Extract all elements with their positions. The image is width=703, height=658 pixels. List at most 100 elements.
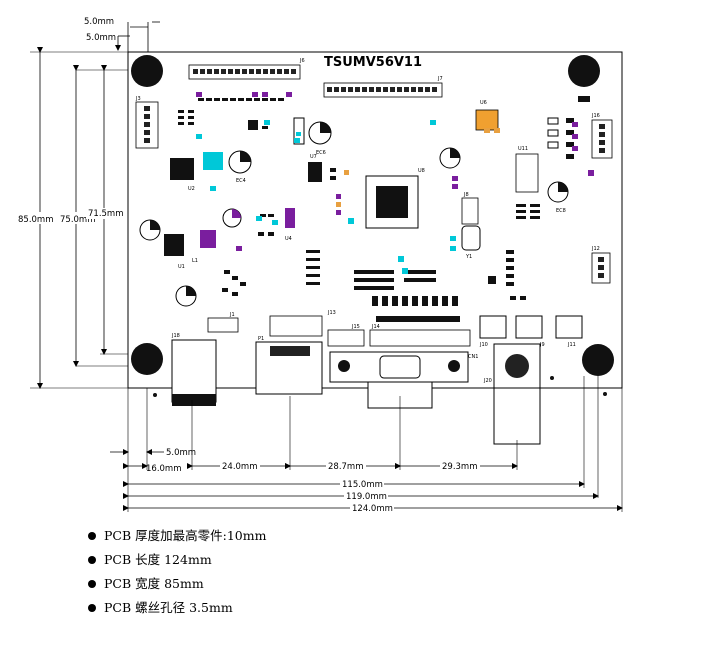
dc-jack-j18-base — [172, 394, 216, 406]
bullet-icon — [88, 556, 96, 564]
spec-note-text: PCB 螺丝孔径 3.5mm — [104, 600, 233, 615]
label-j14: J14 — [371, 324, 380, 330]
label-j20: J20 — [483, 378, 492, 384]
hdmi-p1-pins — [270, 346, 310, 356]
label-u8: U8 — [418, 168, 425, 174]
dim-bottom-5: 5.0mm — [166, 448, 196, 458]
label-p1: P1 — [258, 336, 264, 342]
label-cn1: CN1 — [468, 354, 478, 360]
dim-width-119: 119.0mm — [346, 492, 387, 502]
smd-cluster-right — [488, 96, 590, 300]
board-model: TSUMV56V11 — [324, 55, 422, 70]
dim-height-71-5: 71.5mm — [88, 209, 124, 219]
dim-height-75: 75.0mm — [60, 215, 96, 225]
label-l1: L1 — [192, 258, 198, 264]
chip-u7 — [308, 162, 322, 182]
smd-cluster-center — [354, 270, 460, 322]
spec-note-item: PCB 螺丝孔径 3.5mm — [88, 596, 266, 620]
label-j15: J15 — [351, 324, 360, 330]
vga-cn1-pins — [338, 355, 460, 379]
header-j6-pins — [193, 69, 296, 74]
cap-ec-mid — [222, 208, 242, 228]
label-j1: J1 — [229, 312, 235, 318]
dim-bottom-28-7: 28.7mm — [328, 462, 364, 472]
fiducial-3 — [603, 392, 607, 396]
fiducial-1 — [153, 393, 157, 397]
label-j6: J6 — [299, 58, 305, 64]
av-jack-j20-hole — [505, 354, 529, 378]
header-j7-pins — [327, 87, 437, 92]
header-j15 — [327, 329, 365, 347]
dim-top-5-a: 5.0mm — [84, 17, 114, 27]
header-j13 — [269, 315, 323, 337]
cap-ec-bottom — [175, 285, 197, 307]
chip-u6 — [475, 109, 499, 131]
spec-note-item: PCB 长度 124mm — [88, 548, 266, 572]
header-j12-pins — [598, 257, 604, 278]
label-ec4: EC4 — [236, 178, 246, 184]
dim-height-85: 85.0mm — [18, 215, 54, 225]
label-u11: U11 — [518, 146, 528, 152]
label-ec8: EC8 — [556, 208, 566, 214]
dim-width-124: 124.0mm — [352, 504, 393, 514]
label-j16: J16 — [591, 113, 600, 119]
spec-note-item: PCB 厚度加最高零件:10mm — [88, 524, 266, 548]
spec-note-text: PCB 宽度 85mm — [104, 576, 204, 591]
mount-hole-tl — [131, 55, 163, 87]
label-j7: J7 — [437, 76, 443, 82]
label-j18: J18 — [171, 333, 180, 339]
spec-note-text: PCB 长度 124mm — [104, 552, 212, 567]
chip-u2 — [170, 158, 194, 180]
cap-ec6 — [308, 121, 332, 145]
chip-u8 — [376, 186, 408, 218]
terminal-j9 — [515, 315, 543, 339]
bullet-icon — [88, 604, 96, 612]
label-j8: J8 — [463, 192, 469, 198]
bullet-icon — [88, 532, 96, 540]
label-y1: Y1 — [465, 254, 472, 260]
purple-pad-1 — [285, 208, 295, 228]
fiducial-2 — [550, 376, 554, 380]
dim-top-5-b: 5.0mm — [86, 33, 116, 43]
label-u1: U1 — [178, 264, 185, 270]
mount-hole-bl — [131, 343, 163, 375]
spec-note-item: PCB 宽度 85mm — [88, 572, 266, 596]
dim-width-115: 115.0mm — [342, 480, 383, 490]
bullet-icon — [88, 580, 96, 588]
cap-ec-left — [139, 219, 161, 241]
cyan-pad-1 — [203, 152, 223, 170]
header-j3-pins — [144, 106, 150, 143]
header-j14 — [369, 329, 471, 347]
label-u4: U4 — [285, 236, 292, 242]
label-ec6: EC6 — [316, 150, 326, 156]
label-j10: J10 — [479, 342, 488, 348]
cap-ec8 — [547, 181, 569, 203]
mount-hole-tr — [568, 55, 600, 87]
cap-ec4 — [228, 150, 252, 174]
header-j16-pins — [599, 124, 605, 153]
label-u6: U6 — [480, 100, 487, 106]
label-j3: J3 — [135, 96, 141, 102]
dim-bottom-16: 16.0mm — [146, 464, 182, 474]
spec-notes: PCB 厚度加最高零件:10mm PCB 长度 124mm PCB 宽度 85m… — [88, 524, 266, 620]
dim-bottom-29-3: 29.3mm — [442, 462, 478, 472]
dc-jack-j18 — [171, 339, 217, 403]
colored-pads — [196, 92, 594, 274]
smd-cluster-left — [178, 98, 336, 296]
label-j9: J9 — [539, 342, 545, 348]
inductor-l1 — [200, 230, 216, 248]
av-jack-j20-barrel — [493, 387, 541, 445]
label-u7: U7 — [310, 154, 317, 160]
chip-u1 — [164, 234, 184, 256]
label-j11: J11 — [567, 342, 576, 348]
label-j13: J13 — [327, 310, 336, 316]
label-j12: J12 — [591, 246, 600, 252]
header-j1 — [207, 317, 239, 333]
mount-hole-br — [582, 344, 614, 376]
dim-bottom-24: 24.0mm — [222, 462, 258, 472]
crystal-y1 — [461, 225, 481, 251]
cap-ec-u11 — [439, 147, 461, 169]
label-u2: U2 — [188, 186, 195, 192]
chip-u11 — [515, 153, 539, 193]
